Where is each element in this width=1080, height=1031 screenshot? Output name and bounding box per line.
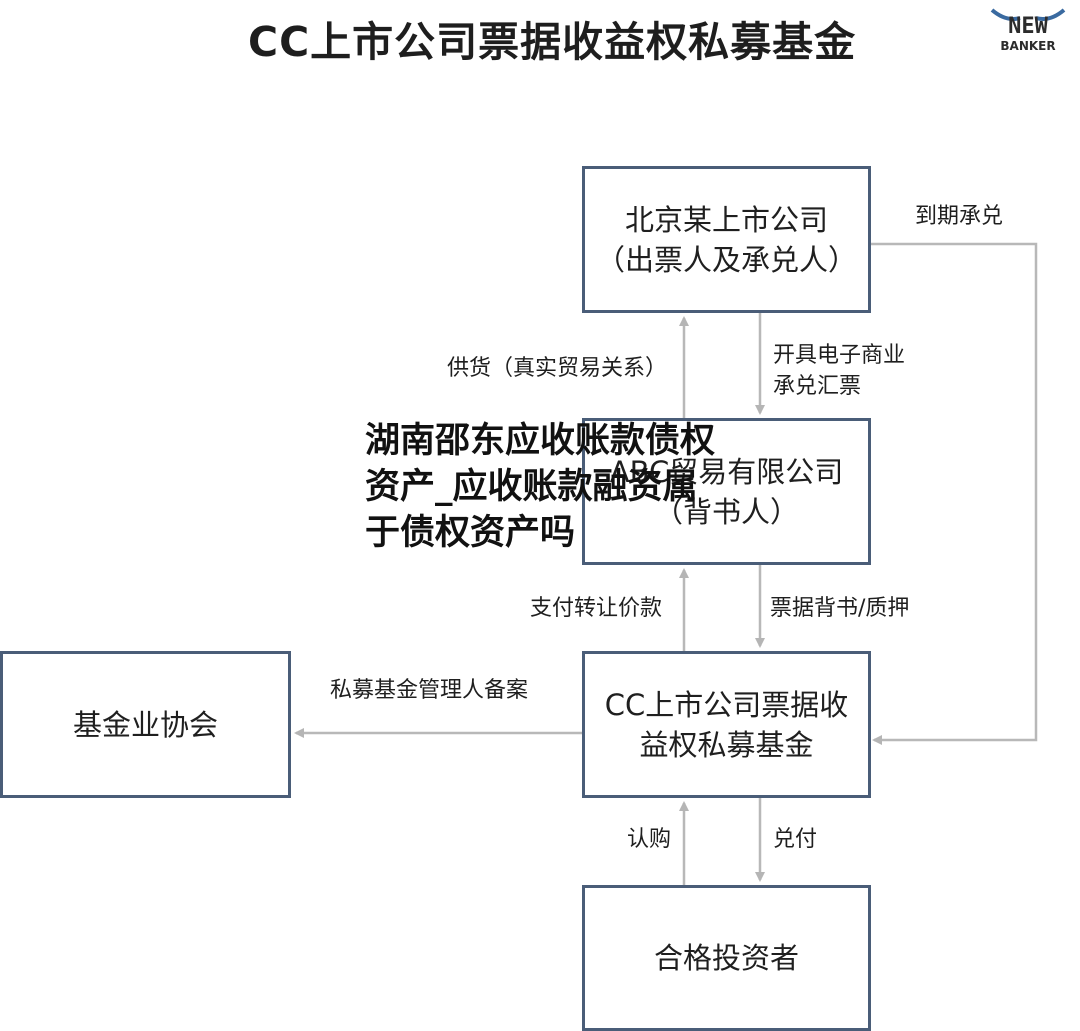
node-amac-name: 基金业协会 [72, 707, 218, 742]
label-pay-transfer: 支付转让价款 [530, 596, 663, 621]
bull-horns-icon [990, 8, 1066, 21]
node-fund-association: 基金业协会 [0, 651, 291, 798]
node-abc-role: （背书人） [653, 494, 799, 529]
new-banker-logo: NEW BANKER [988, 6, 1068, 66]
overlay-line-2: 资产_应收账款融资属 [365, 467, 698, 507]
label-subscribe: 认购 [627, 827, 672, 852]
node-private-fund: CC上市公司票据收 益权私募基金 [582, 651, 871, 798]
label-endorse: 票据背书/质押 [770, 596, 910, 621]
node-investor-name: 合格投资者 [653, 941, 799, 975]
node-fund-line2: 益权私募基金 [639, 727, 814, 762]
label-due-acceptance: 到期承兑 [915, 204, 1004, 229]
node-beijing-listed-company: 北京某上市公司 （出票人及承兑人） [582, 166, 871, 313]
label-supply: 供货（真实贸易关系） [447, 356, 668, 381]
node-beijing-role: （出票人及承兑人） [595, 242, 857, 277]
label-redeem: 兑付 [773, 827, 818, 852]
overlay-headline: 湖南邵东应收账款债权 资产_应收账款融资属 于债权资产吗 [365, 418, 745, 556]
node-abc-trading: ABC贸易有限公司 （背书人） [582, 418, 871, 565]
label-issue-line2: 承兑汇票 [773, 374, 862, 399]
node-abc-name: ABC贸易有限公司 [609, 454, 844, 489]
node-beijing-name: 北京某上市公司 [624, 202, 828, 237]
label-issue-bill: 开具电子商业 承兑汇票 [773, 340, 905, 402]
label-record: 私募基金管理人备案 [330, 678, 529, 703]
label-issue-line1: 开具电子商业 [773, 343, 906, 368]
logo-text-banker: BANKER [1000, 39, 1056, 53]
diagram-title: CC上市公司票据收益权私募基金 [248, 18, 857, 66]
arrow-due-acceptance [871, 242, 1038, 745]
node-qualified-investor: 合格投资者 [582, 885, 871, 1031]
overlay-line-1: 湖南邵东应收账款债权 [365, 421, 716, 461]
node-fund-line1: CC上市公司票据收 [604, 687, 849, 722]
overlay-line-3: 于债权资产吗 [365, 513, 576, 553]
logo-text-new: NEW [1008, 14, 1048, 39]
